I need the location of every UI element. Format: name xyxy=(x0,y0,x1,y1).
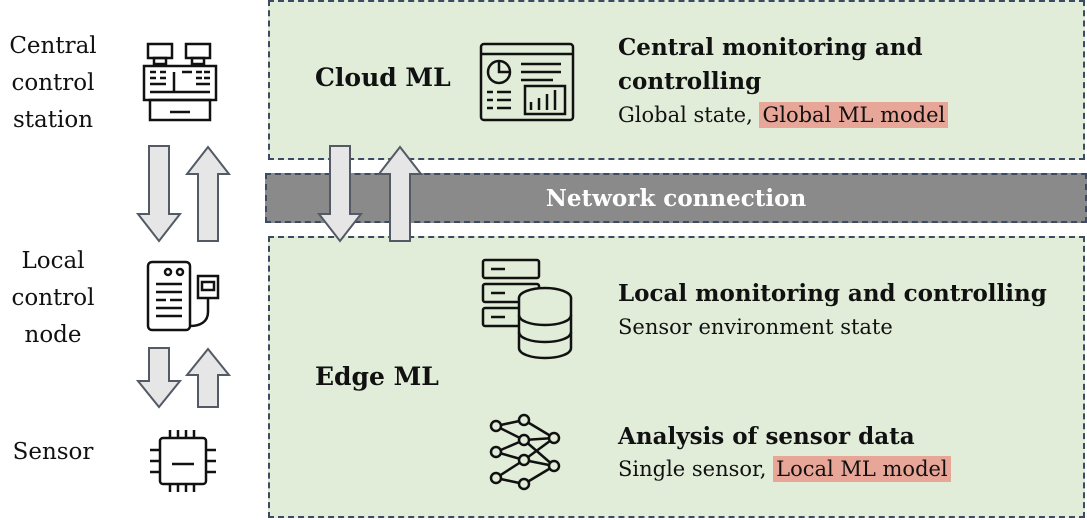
control-station-icon xyxy=(142,42,218,122)
dashboard-icon xyxy=(479,42,575,122)
down-arrow-cloud-to-edge xyxy=(316,145,364,243)
global-ml-model-highlight: Global ML model xyxy=(759,102,949,128)
control-node-icon xyxy=(146,260,220,332)
down-arrow-node-to-sensor xyxy=(135,347,183,409)
local-monitoring-description: Sensor environment state xyxy=(618,315,893,339)
cloud-title-line1: Central monitoring and xyxy=(618,34,923,61)
analysis-title: Analysis of sensor data xyxy=(618,423,915,450)
cloud-title-line2: controlling xyxy=(618,68,762,95)
neural-network-icon xyxy=(489,413,561,491)
local-monitoring-title: Local monitoring and controlling xyxy=(618,280,1047,307)
sensor-label: Sensor xyxy=(12,439,94,465)
analysis-description: Single sensor, Local ML model xyxy=(618,456,951,482)
analysis-description-text: Single sensor, xyxy=(618,457,774,481)
central-control-station-label: Central control station xyxy=(9,33,97,133)
cloud-description-text: Global state, xyxy=(618,103,760,127)
chip-icon xyxy=(150,430,216,492)
cloud-panel xyxy=(268,0,1085,160)
up-arrow-edge-to-cloud xyxy=(376,145,424,242)
up-arrow-sensor-to-node xyxy=(184,347,232,408)
cloud-description: Global state, Global ML model xyxy=(618,102,949,128)
up-arrow-node-to-station xyxy=(184,145,232,242)
server-database-icon xyxy=(481,258,573,360)
local-control-node-label: Local control node xyxy=(11,248,95,348)
local-ml-model-highlight: Local ML model xyxy=(773,456,951,482)
cloud-ml-label: Cloud ML xyxy=(315,63,451,92)
network-connection-label: Network connection xyxy=(545,184,807,212)
down-arrow-station-to-node xyxy=(135,145,183,243)
edge-ml-label: Edge ML xyxy=(315,362,439,391)
